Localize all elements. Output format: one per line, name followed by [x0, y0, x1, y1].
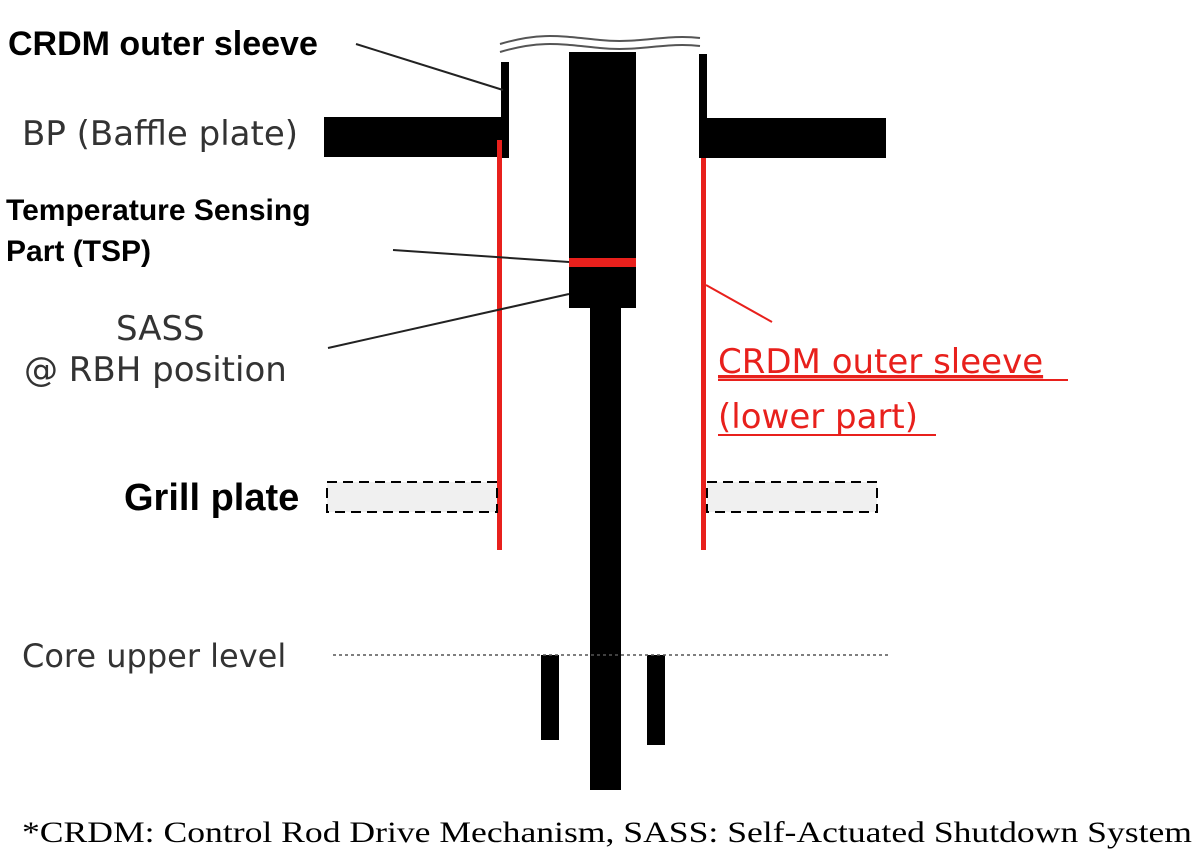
- baffle-plate-right: [699, 118, 886, 158]
- label-tsp-line1: Temperature Sensing: [6, 194, 311, 227]
- sleeve-upper-left-wall: [501, 62, 509, 158]
- grill-plate-right: [706, 481, 878, 513]
- baffle-plate-left: [324, 117, 509, 157]
- grill-plate-left: [326, 481, 498, 513]
- label-tsp-line2: Part (TSP): [6, 235, 151, 268]
- core-pin-right: [647, 655, 665, 745]
- sass-upper-block: [569, 52, 636, 308]
- sleeve-upper-right-wall: [699, 54, 707, 158]
- control-rod-shaft: [590, 305, 621, 790]
- leader-tsp: [392, 249, 570, 263]
- label-crdm-lower-line2: (lower part): [718, 397, 918, 437]
- footnote: *CRDM: Control Rod Drive Mechanism, SASS…: [22, 816, 1192, 849]
- sleeve-lower-left-wall: [497, 140, 502, 550]
- label-grill-plate: Grill plate: [124, 477, 299, 519]
- label-sass-line1: SASS: [116, 309, 205, 349]
- break-line-lower: [499, 43, 701, 53]
- break-line-upper: [499, 35, 701, 45]
- label-crdm-lower-line1: CRDM outer sleeve: [718, 342, 1043, 382]
- leader-crdm-lower: [705, 284, 773, 323]
- tsp-band: [569, 258, 636, 267]
- label-crdm-outer-sleeve: CRDM outer sleeve: [8, 25, 318, 63]
- core-pin-left: [541, 655, 559, 740]
- label-baffle-plate: BP (Baffle plate): [22, 114, 298, 154]
- leader-sass: [327, 293, 570, 349]
- leader-crdm-outer-sleeve: [355, 43, 504, 91]
- sleeve-lower-right-wall: [701, 158, 706, 550]
- label-core-upper-level: Core upper level: [22, 637, 286, 675]
- label-sass-line2: @ RBH position: [24, 350, 287, 390]
